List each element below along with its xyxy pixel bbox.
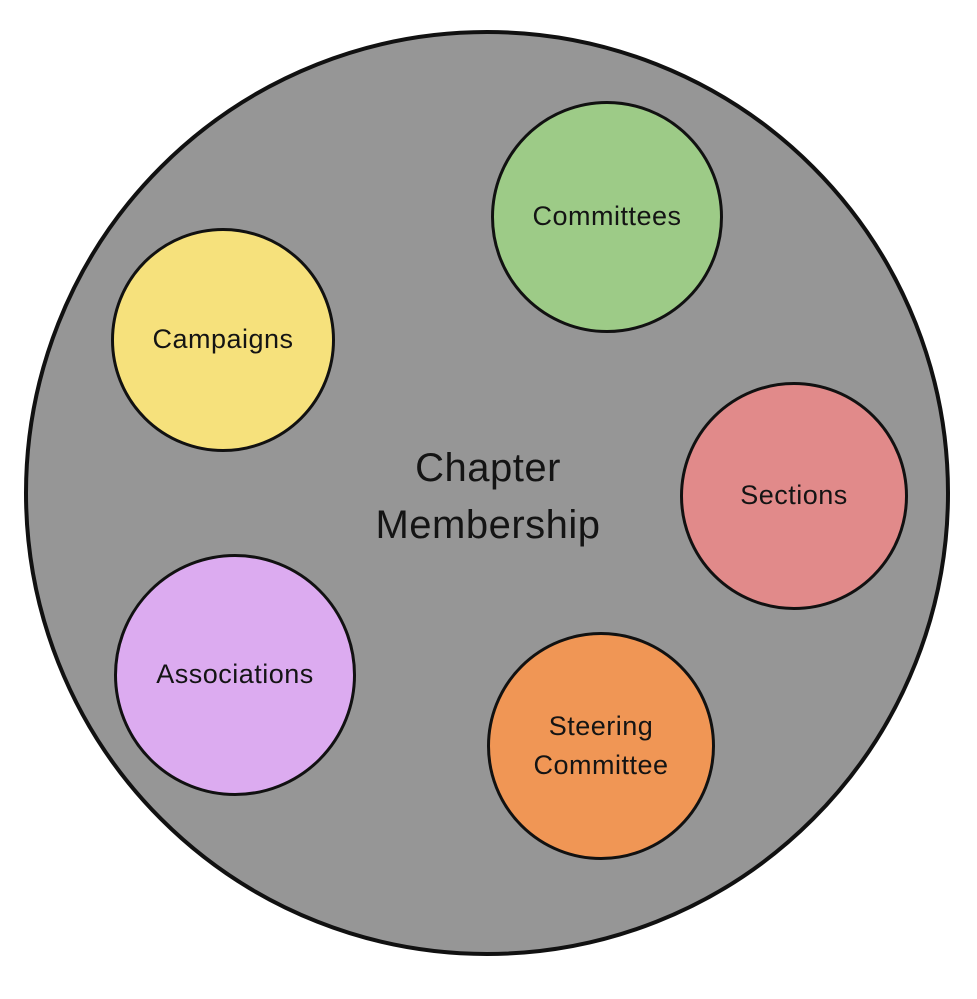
subcircle-steering-committee-label: Steering Committee [533, 710, 669, 780]
subcircle-associations-label: Associations [156, 659, 314, 690]
subcircle-sections-label: Sections [740, 480, 848, 511]
outer-circle-title: Chapter Membership [375, 446, 601, 547]
subcircle-sections: Sections [680, 382, 908, 610]
subcircle-steering-committee: Steering Committee [487, 632, 715, 860]
subcircle-committees-label: Committees [532, 201, 682, 232]
subcircle-associations: Associations [114, 554, 356, 796]
subcircle-campaigns: Campaigns [111, 228, 335, 452]
subcircle-committees: Committees [491, 101, 723, 333]
subcircle-campaigns-label: Campaigns [152, 324, 294, 355]
